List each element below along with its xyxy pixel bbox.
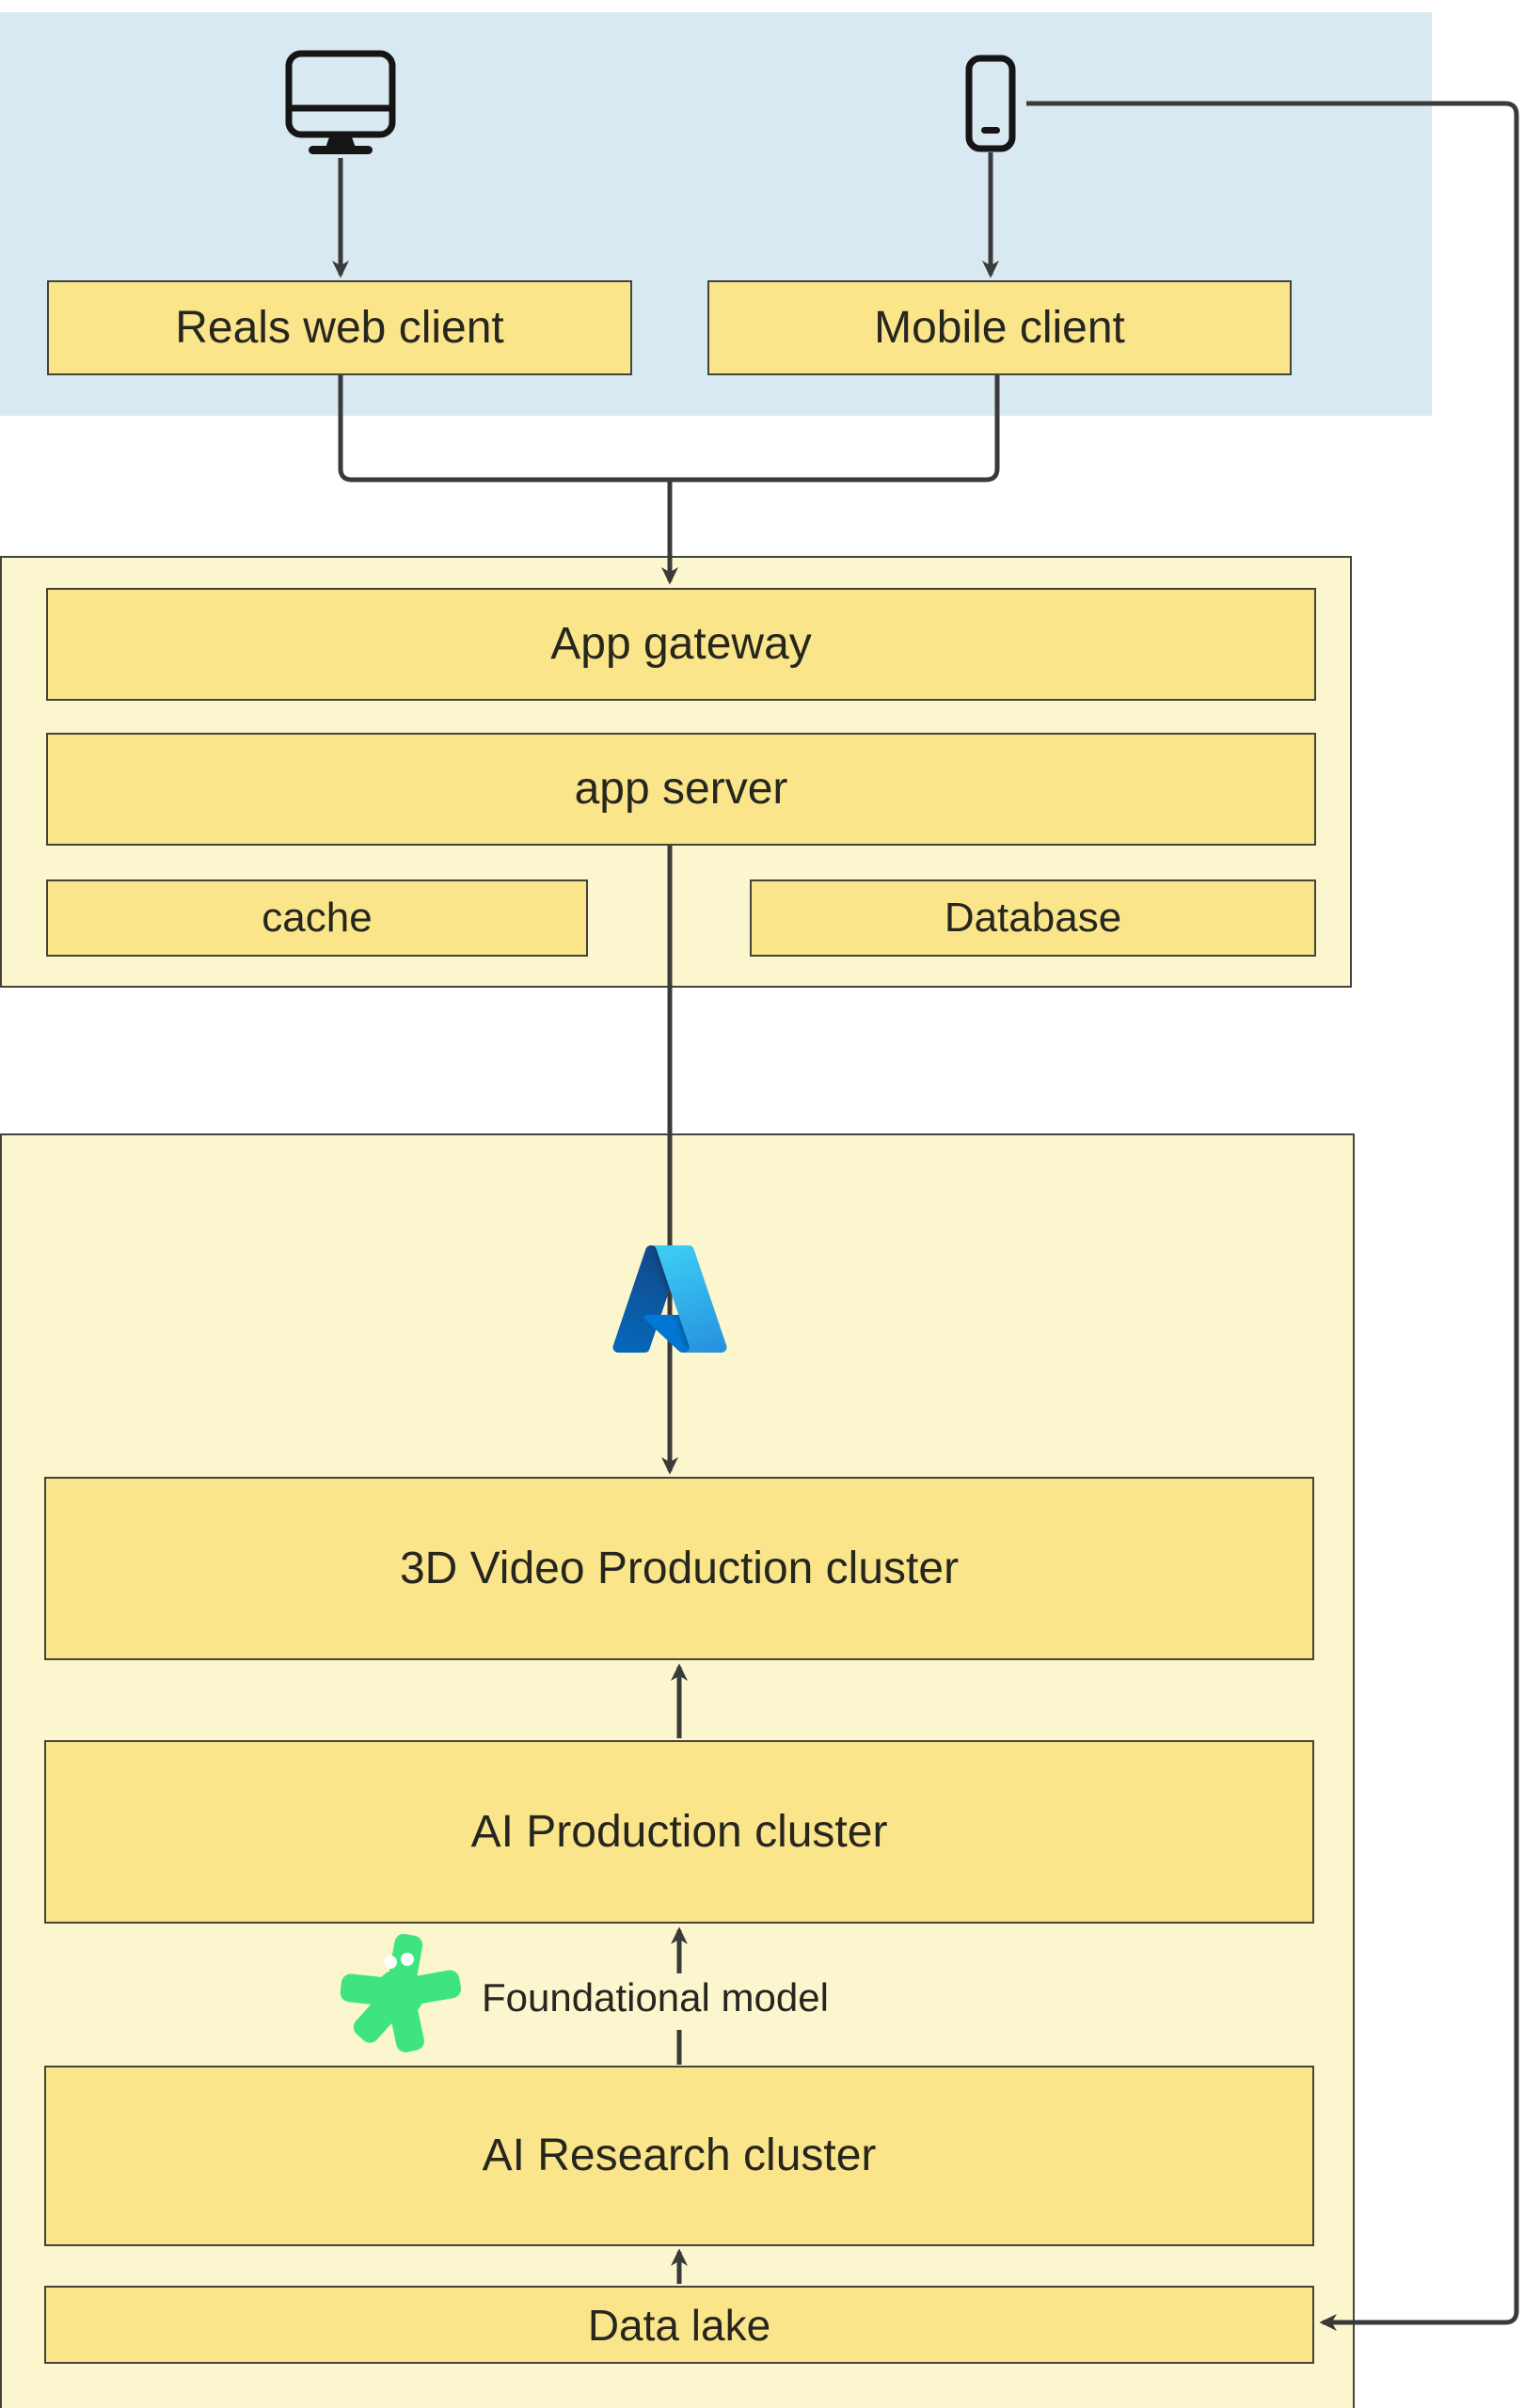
node-mobile-client: Mobile client: [707, 280, 1292, 375]
node-ai-research-cluster: AI Research cluster: [44, 2066, 1314, 2246]
node-app-gateway: App gateway: [46, 588, 1316, 701]
node-app-server: app server: [46, 733, 1316, 846]
node-3d-video-production-cluster: 3D Video Production cluster: [44, 1477, 1314, 1660]
foundational-model-label: Foundational model: [482, 1975, 829, 2020]
node-cache: cache: [46, 879, 588, 957]
node-ai-production-cluster: AI Production cluster: [44, 1740, 1314, 1924]
node-reals-web-client: Reals web client: [47, 280, 632, 375]
node-data-lake: Data lake: [44, 2286, 1314, 2364]
node-database: Database: [750, 879, 1316, 957]
